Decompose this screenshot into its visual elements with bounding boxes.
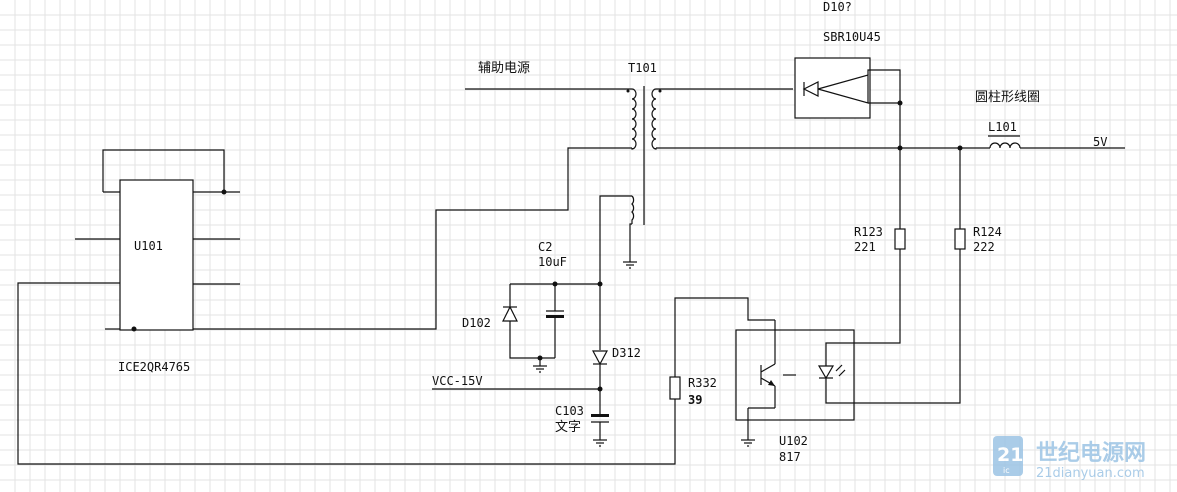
ground-symbol-d102 (533, 365, 547, 373)
wire-aux-winding-bottom (629, 223, 632, 262)
d10-ref-label: D10? (823, 0, 852, 14)
d10-schottky-diode: D10? SBR10U45 (794, 0, 903, 148)
ground-symbol-c103 (593, 439, 607, 447)
wire-opto-collector (674, 297, 775, 377)
r123-resistor: R123 221 (854, 148, 906, 344)
l101-inductor: L101 (988, 120, 1021, 150)
u101-part-label: ICE2QR4765 (118, 360, 190, 374)
u101-label: U101 (134, 239, 163, 253)
r124-resistor: R124 222 (825, 148, 1002, 404)
u101-ic: U101 ICE2QR4765 (75, 149, 240, 374)
u102-label: U102 (779, 434, 808, 448)
coil-type-label: 圆柱形线圈 (975, 90, 1040, 105)
watermark-url: 21dianyuan.com (1036, 466, 1145, 481)
r332-resistor: R332 39 (17, 282, 717, 465)
d312-label: D312 (612, 346, 641, 360)
d312-diode: D312 (591, 346, 641, 414)
l101-label: L101 (988, 120, 1017, 134)
u102-optocoupler: U102 817 (735, 320, 855, 464)
watermark-title: 世纪电源网 (1036, 440, 1146, 466)
c103-text: 文字 (555, 420, 581, 435)
wire-u101-drain (193, 147, 632, 330)
c103-capacitor: C103 文字 (555, 404, 609, 440)
t101-label: T101 (628, 61, 657, 75)
r124-label: R124 (973, 225, 1002, 239)
r123-value: 221 (854, 240, 876, 254)
r124-value: 222 (973, 240, 995, 254)
vcc-label: VCC-15V (432, 374, 483, 388)
ground-symbol-aux (623, 261, 637, 269)
watermark-logo: 21 ic 世纪电源网 21dianyuan.com (993, 436, 1146, 481)
r123-label: R123 (854, 225, 883, 239)
r332-label: R332 (688, 376, 717, 390)
r332-value: 39 (688, 393, 702, 407)
d102-diode: D102 (462, 284, 555, 366)
output-5v-label: 5V (1093, 135, 1107, 149)
watermark-badge-sub: ic (1003, 466, 1010, 475)
watermark-badge: 21 (997, 444, 1023, 466)
t101-transformer: T101 (626, 61, 662, 225)
c2-value: 10uF (538, 255, 567, 269)
c2-label: C2 (538, 240, 552, 254)
c103-label: C103 (555, 404, 584, 418)
aux-power-label: 辅助电源 (478, 61, 530, 76)
d102-label: D102 (462, 316, 491, 330)
d10-part-label: SBR10U45 (823, 30, 881, 44)
u102-part-label: 817 (779, 450, 801, 464)
ground-symbol-u102 (741, 439, 755, 447)
wire-aux-winding-top (599, 195, 632, 350)
c2-capacitor: C2 10uF (510, 240, 603, 358)
